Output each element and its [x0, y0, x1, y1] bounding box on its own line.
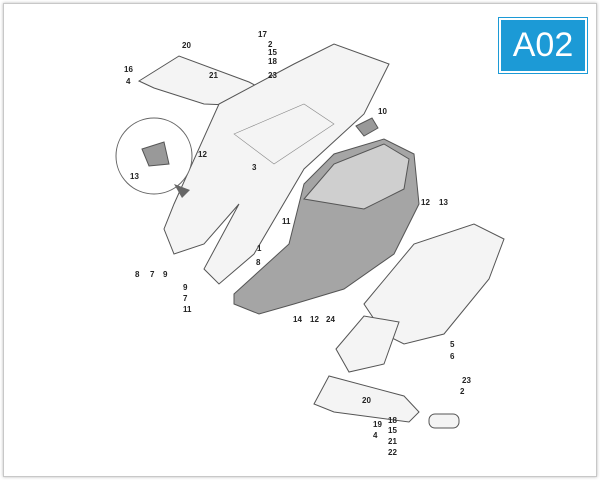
callout-10: 10: [378, 107, 387, 116]
cover-part-10: [355, 117, 379, 137]
callout-9: 9: [183, 283, 188, 292]
callout-2: 2: [268, 40, 273, 49]
callout-13: 13: [130, 172, 139, 181]
callout-20: 20: [182, 41, 191, 50]
callout-5: 5: [450, 340, 455, 349]
callout-1: 1: [257, 244, 262, 253]
callout-20: 20: [362, 396, 371, 405]
callout-24: 24: [326, 315, 335, 324]
callout-18: 18: [268, 57, 277, 66]
callout-6: 6: [450, 352, 455, 361]
diagram-code-badge: A02: [498, 17, 588, 74]
passenger-footrest-bracket-right: [313, 375, 420, 423]
callout-2: 2: [460, 387, 465, 396]
callout-23: 23: [268, 71, 277, 80]
detail-bracket: [141, 141, 170, 167]
subframe-inner-outline: [233, 103, 335, 165]
callout-12: 12: [198, 150, 207, 159]
callout-16: 16: [124, 65, 133, 74]
callout-19: 19: [373, 420, 382, 429]
callout-9: 9: [163, 270, 168, 279]
callout-4: 4: [373, 431, 378, 440]
callout-14: 14: [293, 315, 302, 324]
callout-17: 17: [258, 30, 267, 39]
arrow-icon: [174, 184, 190, 198]
callout-11: 11: [282, 217, 291, 226]
seat-bracket: [335, 315, 400, 373]
callout-12: 12: [421, 198, 430, 207]
callout-13: 13: [439, 198, 448, 207]
undertray-cover: [303, 143, 410, 210]
footpeg: [428, 413, 460, 429]
callout-15: 15: [388, 426, 397, 435]
callout-7: 7: [183, 294, 188, 303]
callout-18: 18: [388, 416, 397, 425]
callout-3: 3: [252, 163, 257, 172]
callout-21: 21: [388, 437, 397, 446]
callout-11: 11: [183, 305, 192, 314]
callout-8: 8: [256, 258, 261, 267]
callout-12: 12: [310, 315, 319, 324]
callout-4: 4: [126, 77, 131, 86]
callout-15: 15: [268, 48, 277, 57]
rear-subframe: [163, 43, 390, 285]
callout-21: 21: [209, 71, 218, 80]
callout-8: 8: [135, 270, 140, 279]
callout-22: 22: [388, 448, 397, 457]
callout-7: 7: [150, 270, 155, 279]
callout-23: 23: [462, 376, 471, 385]
